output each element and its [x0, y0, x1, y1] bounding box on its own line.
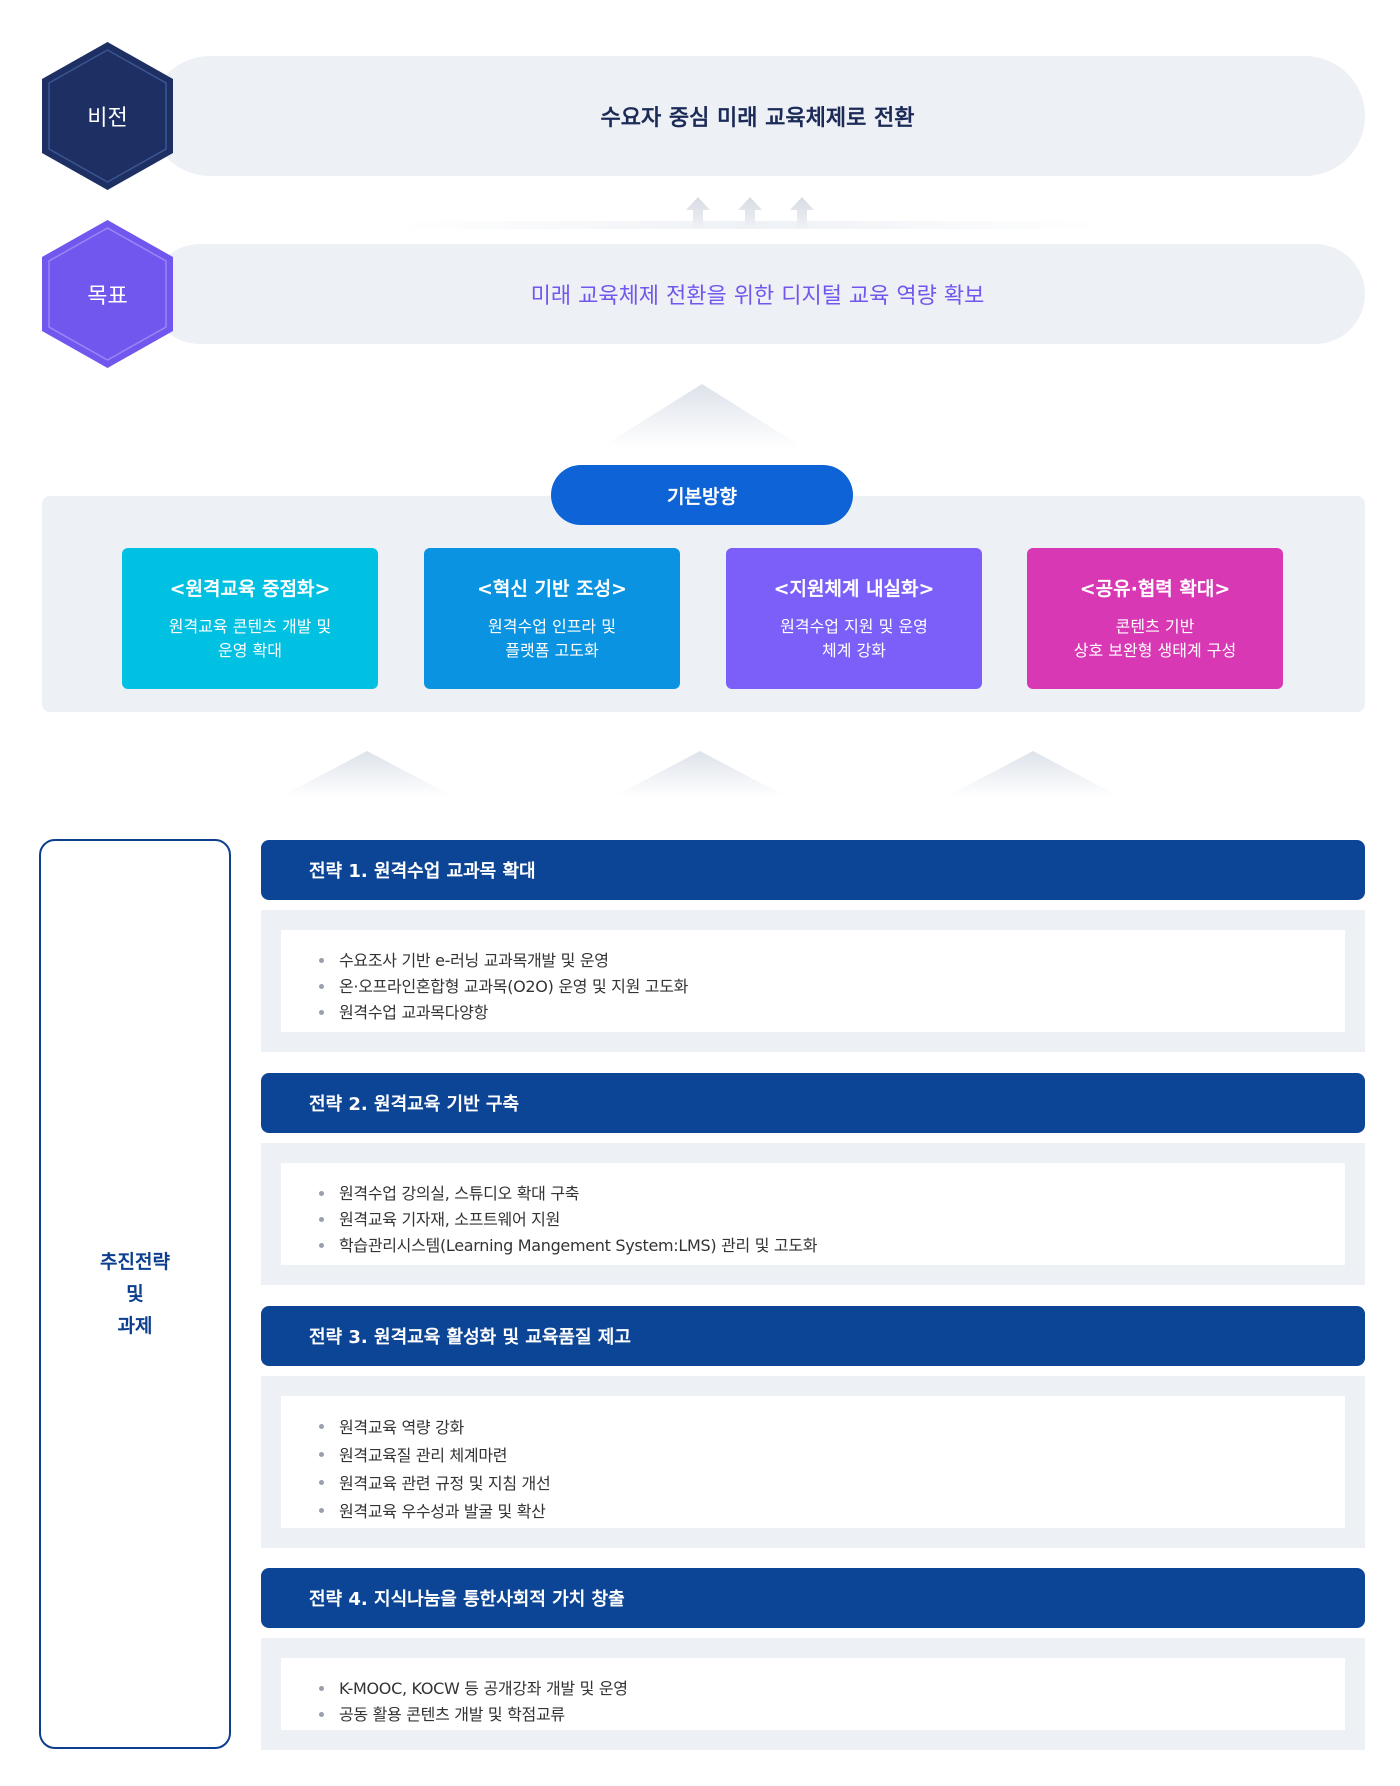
- card-title: <공유·협력 확대>: [1079, 578, 1231, 600]
- goal-text: 미래 교육체제 전환을 위한 디지털 교육 역량 확보: [530, 284, 985, 309]
- direction-card-4: <공유·협력 확대> 콘텐츠 기반 상호 보완형 생태계 구성: [1027, 548, 1283, 689]
- up-triangle-icon: [613, 751, 787, 797]
- list-item: 원격수업 강의실, 스튜디오 확대 구축: [319, 1181, 1345, 1207]
- card-line: 원격수업 인프라 및: [488, 617, 616, 636]
- direction-card-1: <원격교육 중점화> 원격교육 콘텐츠 개발 및 운영 확대: [122, 548, 378, 689]
- list-item: 원격수업 교과목다양항: [319, 1000, 1345, 1026]
- card-title: <지원체계 내실화>: [773, 578, 935, 600]
- vision-hexagon: 비전: [40, 40, 175, 192]
- direction-card-2: <혁신 기반 조성> 원격수업 인프라 및 플랫폼 고도화: [424, 548, 680, 689]
- vision-banner: 수요자 중심 미래 교육체제로 전환: [150, 56, 1365, 176]
- card-line: 원격교육 콘텐츠 개발 및: [168, 617, 332, 636]
- list-item: 원격교육질 관리 체계마련: [319, 1442, 1345, 1470]
- goal-banner: 미래 교육체제 전환을 위한 디지털 교육 역량 확보: [150, 244, 1365, 344]
- direction-card-3: <지원체계 내실화> 원격수업 지원 및 운영 체계 강화: [726, 548, 982, 689]
- list-item: 학습관리시스템(Learning Mangement System:LMS) 관…: [319, 1233, 1345, 1259]
- strategy-3-header: 전략 3. 원격교육 활성화 및 교육품질 제고: [261, 1306, 1365, 1366]
- up-triangle-icon: [600, 384, 804, 448]
- strategy-2-header: 전략 2. 원격교육 기반 구축: [261, 1073, 1365, 1133]
- direction-badge: 기본방향: [551, 465, 853, 525]
- card-line: 체계 강화: [822, 641, 886, 660]
- list-item: K-MOOC, KOCW 등 공개강좌 개발 및 운영: [319, 1676, 1345, 1702]
- card-line: 플랫폼 고도화: [505, 641, 599, 660]
- side-label-line: 과제: [117, 1315, 153, 1337]
- strategy-2-body: 원격수업 강의실, 스튜디오 확대 구축 원격교육 기자재, 소프트웨어 지원 …: [261, 1143, 1365, 1285]
- vision-text: 수요자 중심 미래 교육체제로 전환: [600, 106, 915, 131]
- strategy-side-label: 추진전략 및 과제: [39, 839, 231, 1749]
- strategy-3-body: 원격교육 역량 강화 원격교육질 관리 체계마련 원격교육 관련 규정 및 지침…: [261, 1376, 1365, 1548]
- side-label-line: 추진전략: [100, 1251, 170, 1273]
- list-item: 공동 활용 콘텐츠 개발 및 학점교류: [319, 1702, 1345, 1728]
- card-line: 상호 보완형 생태계 구성: [1073, 641, 1237, 660]
- vision-label: 비전: [87, 106, 128, 131]
- strategy-1-header: 전략 1. 원격수업 교과목 확대: [261, 840, 1365, 900]
- list-item: 온·오프라인혼합형 교과목(O2O) 운영 및 지원 고도화: [319, 974, 1345, 1000]
- goal-label: 목표: [87, 284, 128, 309]
- up-triangle-icon: [946, 751, 1120, 797]
- list-item: 수요조사 기반 e-러닝 교과목개발 및 운영: [319, 948, 1345, 974]
- strategy-4-header: 전략 4. 지식나눔을 통한사회적 가치 창출: [261, 1568, 1365, 1628]
- list-item: 원격교육 관련 규정 및 지침 개선: [319, 1470, 1345, 1498]
- card-line: 원격수업 지원 및 운영: [780, 617, 928, 636]
- up-triangle-icon: [280, 751, 454, 797]
- list-item: 원격교육 역량 강화: [319, 1414, 1345, 1442]
- strategy-4-body: K-MOOC, KOCW 등 공개강좌 개발 및 운영 공동 활용 콘텐츠 개발…: [261, 1638, 1365, 1750]
- list-item: 원격교육 기자재, 소프트웨어 지원: [319, 1207, 1345, 1233]
- card-title: <혁신 기반 조성>: [477, 578, 627, 600]
- list-item: 원격교육 우수성과 발굴 및 확산: [319, 1498, 1345, 1526]
- up-arrow-icon: [686, 197, 814, 227]
- strategy-1-body: 수요조사 기반 e-러닝 교과목개발 및 운영 온·오프라인혼합형 교과목(O2…: [261, 910, 1365, 1052]
- card-title: <원격교육 중점화>: [169, 578, 331, 600]
- card-line: 운영 확대: [218, 641, 282, 660]
- goal-hexagon: 목표: [40, 218, 175, 370]
- side-label-line: 및: [126, 1283, 144, 1305]
- card-line: 콘텐츠 기반: [1115, 617, 1195, 636]
